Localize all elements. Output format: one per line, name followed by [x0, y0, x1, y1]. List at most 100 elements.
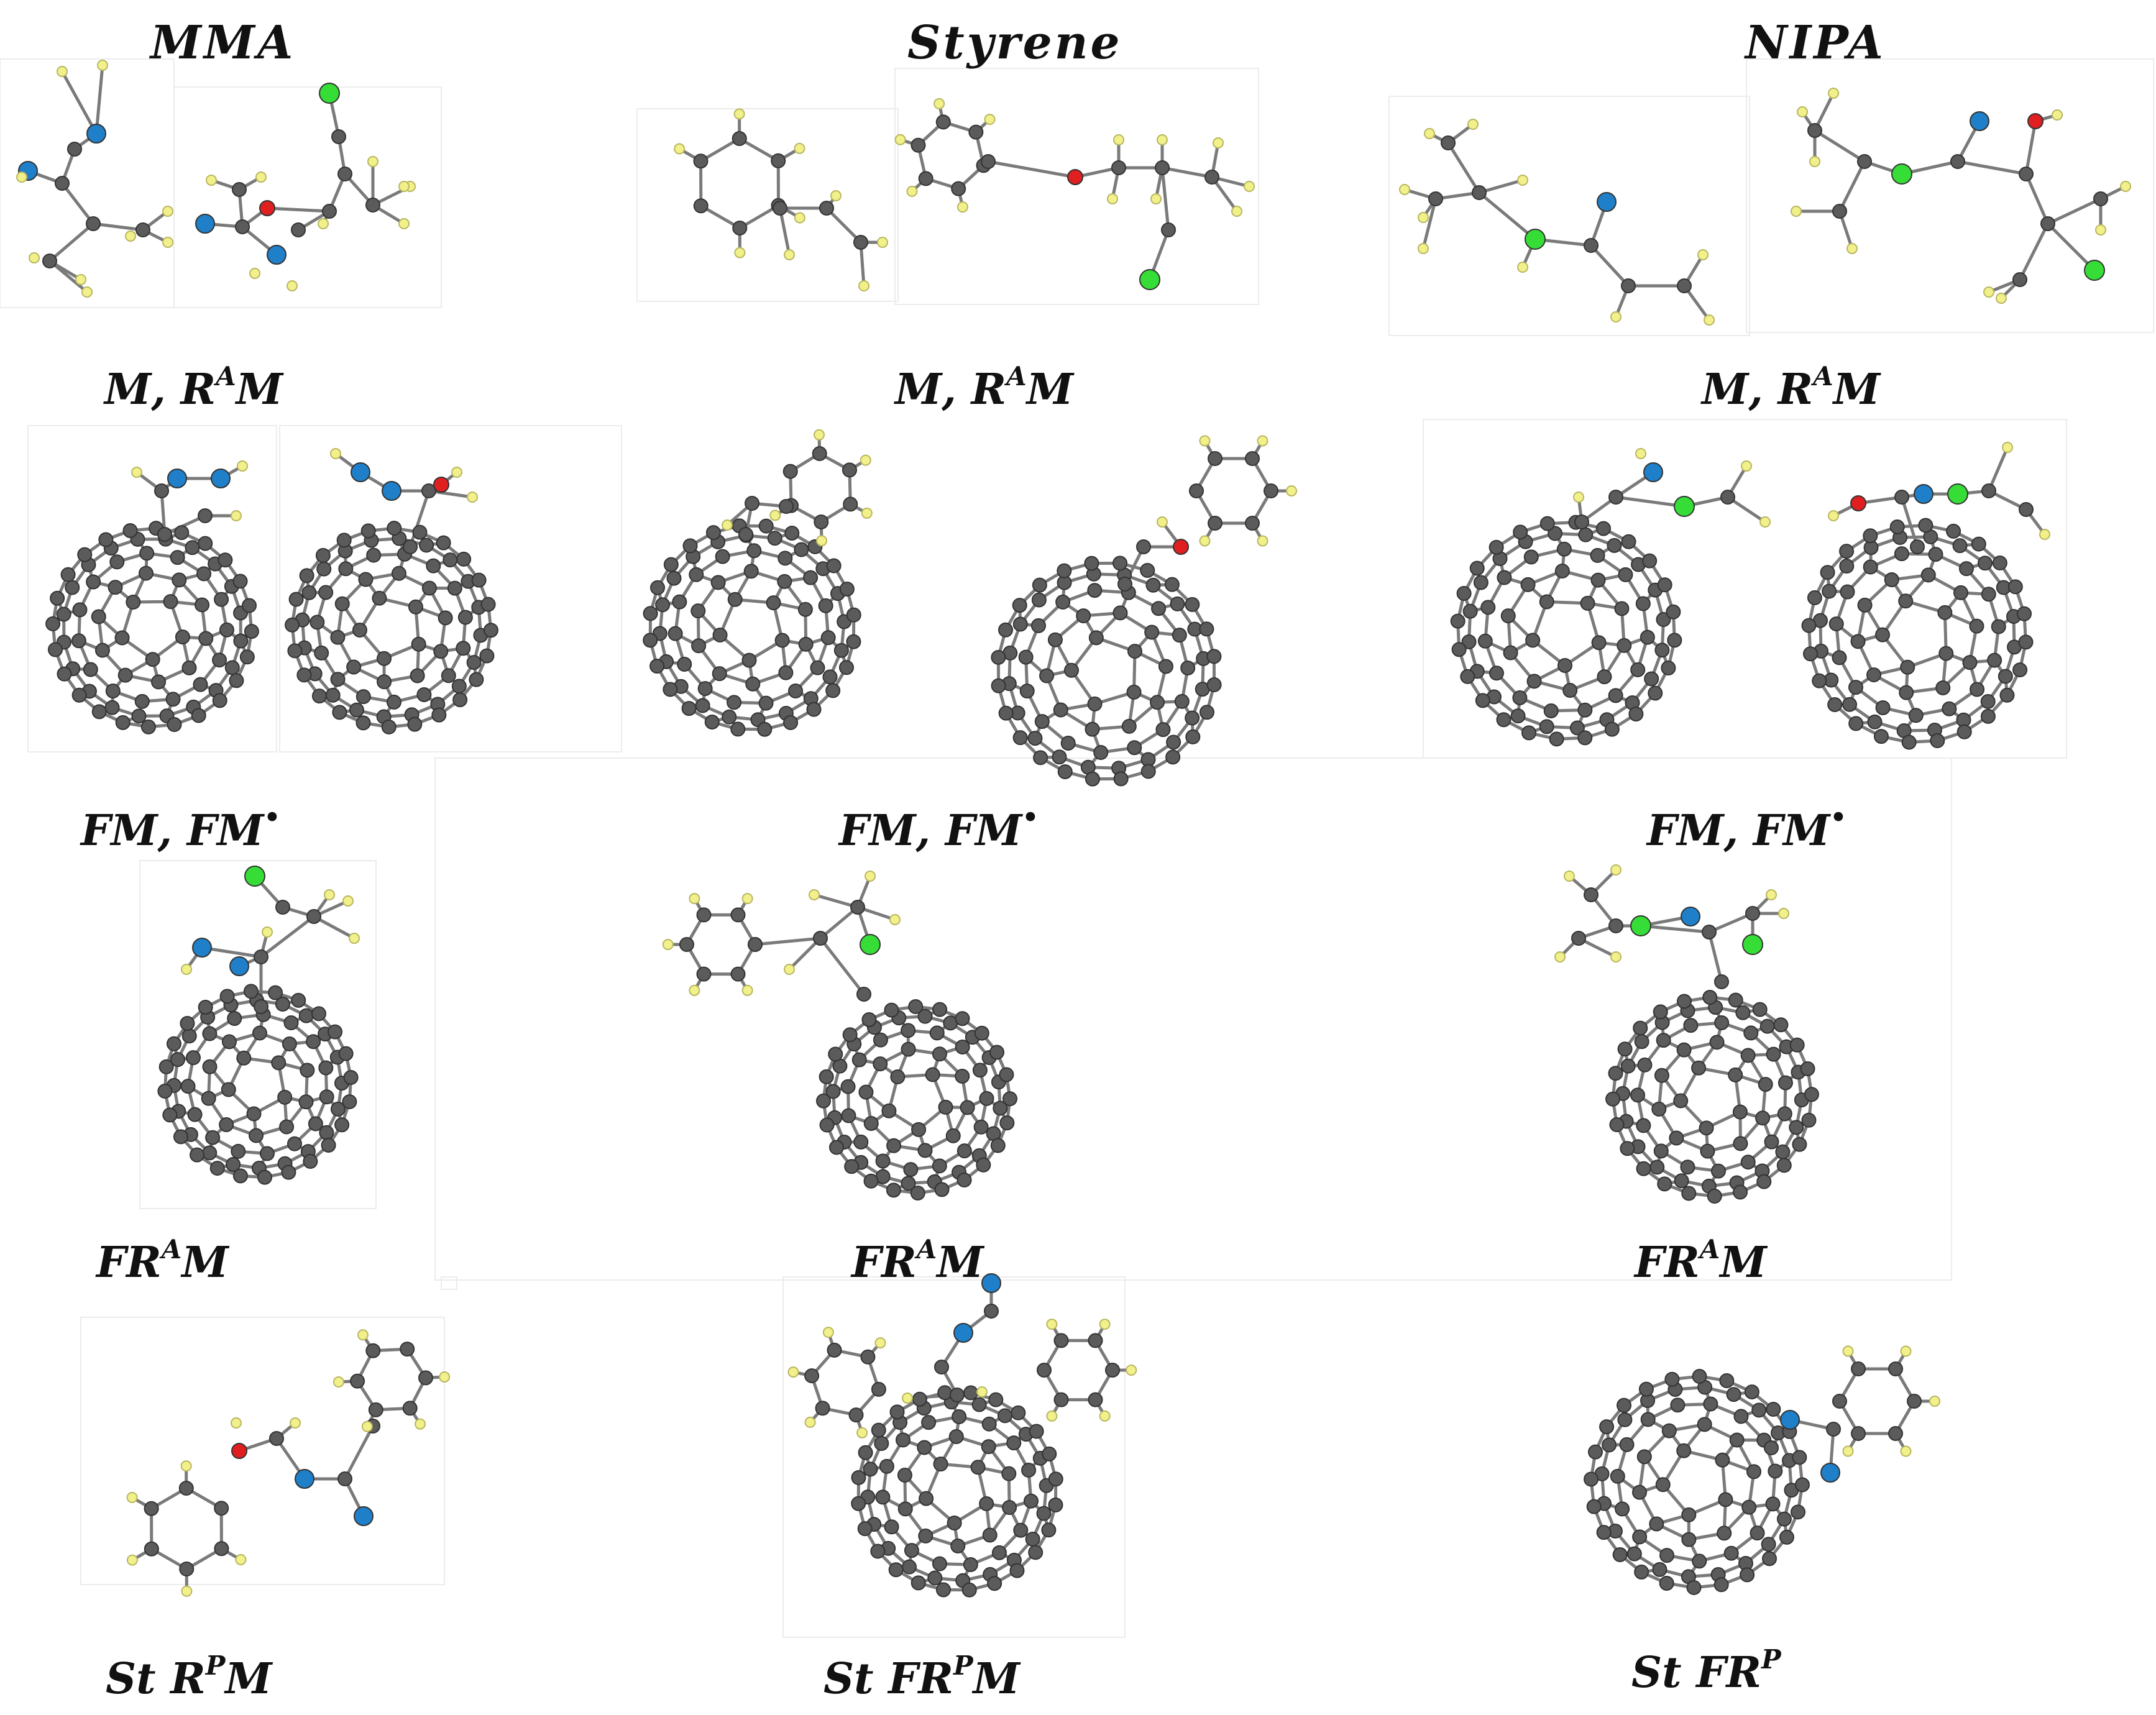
carbon-atom	[1577, 702, 1593, 718]
carbon-atom	[1557, 657, 1572, 673]
carbon-atom	[452, 692, 468, 708]
carbon-atom	[1161, 222, 1176, 237]
carbon-atom	[704, 714, 720, 729]
carbon-atom	[961, 1582, 977, 1598]
carbon-atom	[1562, 683, 1578, 698]
carbon-atom	[1586, 1499, 1602, 1514]
nitrogen-atom	[351, 462, 370, 482]
carbon-atom	[1789, 1120, 1804, 1135]
carbon-atom	[1060, 736, 1076, 751]
carbon-atom	[1012, 730, 1028, 746]
carbon-atom	[956, 1143, 972, 1159]
carbon-atom	[1608, 1066, 1623, 1081]
header-styrene: Styrene	[907, 16, 1122, 70]
carbon-atom	[336, 533, 352, 548]
carbon-atom	[679, 937, 694, 952]
carbon-atom	[1480, 600, 1496, 615]
carbon-atom	[1021, 1462, 1037, 1478]
carbon-atom	[1652, 1562, 1667, 1577]
carbon-atom	[1654, 643, 1670, 658]
carbon-atom	[950, 1538, 966, 1553]
carbon-atom	[365, 198, 380, 213]
carbon-atom	[242, 598, 257, 613]
carbon-atom	[1521, 725, 1536, 741]
carbon-atom	[239, 649, 255, 665]
carbon-atom	[774, 633, 790, 648]
carbon-atom	[1789, 1037, 1805, 1053]
hydrogen-atom	[787, 1366, 799, 1378]
carbon-atom	[1596, 1525, 1612, 1540]
bond	[1477, 191, 1537, 241]
carbon-atom	[157, 527, 172, 542]
carbon-atom	[1571, 931, 1586, 946]
carbon-atom	[1918, 518, 1934, 533]
carbon-atom	[316, 561, 332, 577]
hydrogen-atom	[451, 467, 462, 478]
carbon-atom	[190, 1147, 205, 1163]
carbon-atom	[1857, 597, 1873, 613]
carbon-atom	[1002, 1091, 1017, 1107]
hydrogen-atom	[1257, 435, 1268, 447]
carbon-atom	[1699, 1120, 1714, 1136]
carbon-atom	[322, 204, 337, 219]
carbon-atom	[1907, 1394, 1922, 1409]
carbon-atom	[1199, 705, 1214, 720]
carbon-atom	[1700, 1143, 1715, 1159]
carbon-atom	[145, 652, 160, 667]
carbon-atom	[1204, 170, 1219, 185]
carbon-atom	[1590, 547, 1605, 563]
bond	[48, 259, 89, 294]
carbon-atom	[947, 1516, 962, 1531]
carbon-atom	[337, 1471, 352, 1486]
carbon-atom	[813, 931, 828, 946]
hydrogen-atom	[2002, 442, 2013, 453]
hydrogen-atom	[804, 1416, 816, 1428]
carbon-atom	[918, 1528, 934, 1544]
nitrogen-atom	[229, 956, 249, 976]
carbon-atom	[981, 1439, 996, 1455]
carbon-atom	[1673, 1093, 1689, 1109]
carbon-atom	[901, 1176, 916, 1191]
carbon-atom	[825, 683, 841, 698]
carbon-atom	[696, 907, 712, 923]
carbon-atom	[693, 198, 709, 214]
hydrogen-atom	[249, 268, 260, 279]
hydrogen-atom	[1099, 1319, 1111, 1330]
carbon-atom	[989, 1045, 1005, 1060]
carbon-atom	[1733, 1136, 1748, 1151]
carbon-atom	[1127, 740, 1142, 756]
carbon-atom	[277, 1089, 293, 1105]
carbon-atom	[1185, 597, 1200, 612]
hydrogen-atom	[734, 247, 746, 258]
carbon-atom	[1450, 613, 1466, 629]
carbon-atom	[1539, 516, 1555, 531]
carbon-atom	[911, 1575, 926, 1591]
carbon-atom	[902, 1559, 917, 1575]
bond	[1421, 197, 1438, 250]
carbon-atom	[321, 1137, 336, 1153]
carbon-atom	[1766, 1402, 1781, 1417]
carbon-atom	[1469, 560, 1485, 576]
carbon-atom	[677, 657, 692, 672]
carbon-atom	[1888, 1361, 1903, 1377]
carbon-atom	[870, 1544, 886, 1559]
carbon-atom	[1884, 572, 1899, 588]
carbon-atom	[226, 1156, 241, 1172]
carbon-atom	[45, 616, 61, 631]
carbon-atom	[198, 999, 213, 1015]
carbon-atom	[1554, 563, 1570, 579]
carbon-atom	[991, 649, 1006, 665]
carbon-atom	[1962, 655, 1978, 670]
carbon-atom	[1057, 764, 1073, 779]
carbon-atom	[1111, 160, 1126, 175]
carbon-atom	[77, 547, 93, 562]
hydrogen-atom	[1517, 175, 1528, 186]
carbon-atom	[1145, 577, 1161, 593]
header-nipa: NIPA	[1745, 16, 1886, 70]
carbon-atom	[1032, 577, 1047, 593]
bond	[1614, 495, 1686, 508]
hydrogen-atom	[398, 181, 410, 192]
carbon-atom	[1848, 716, 1864, 731]
carbon-atom	[193, 677, 208, 692]
carbon-atom	[387, 521, 402, 536]
